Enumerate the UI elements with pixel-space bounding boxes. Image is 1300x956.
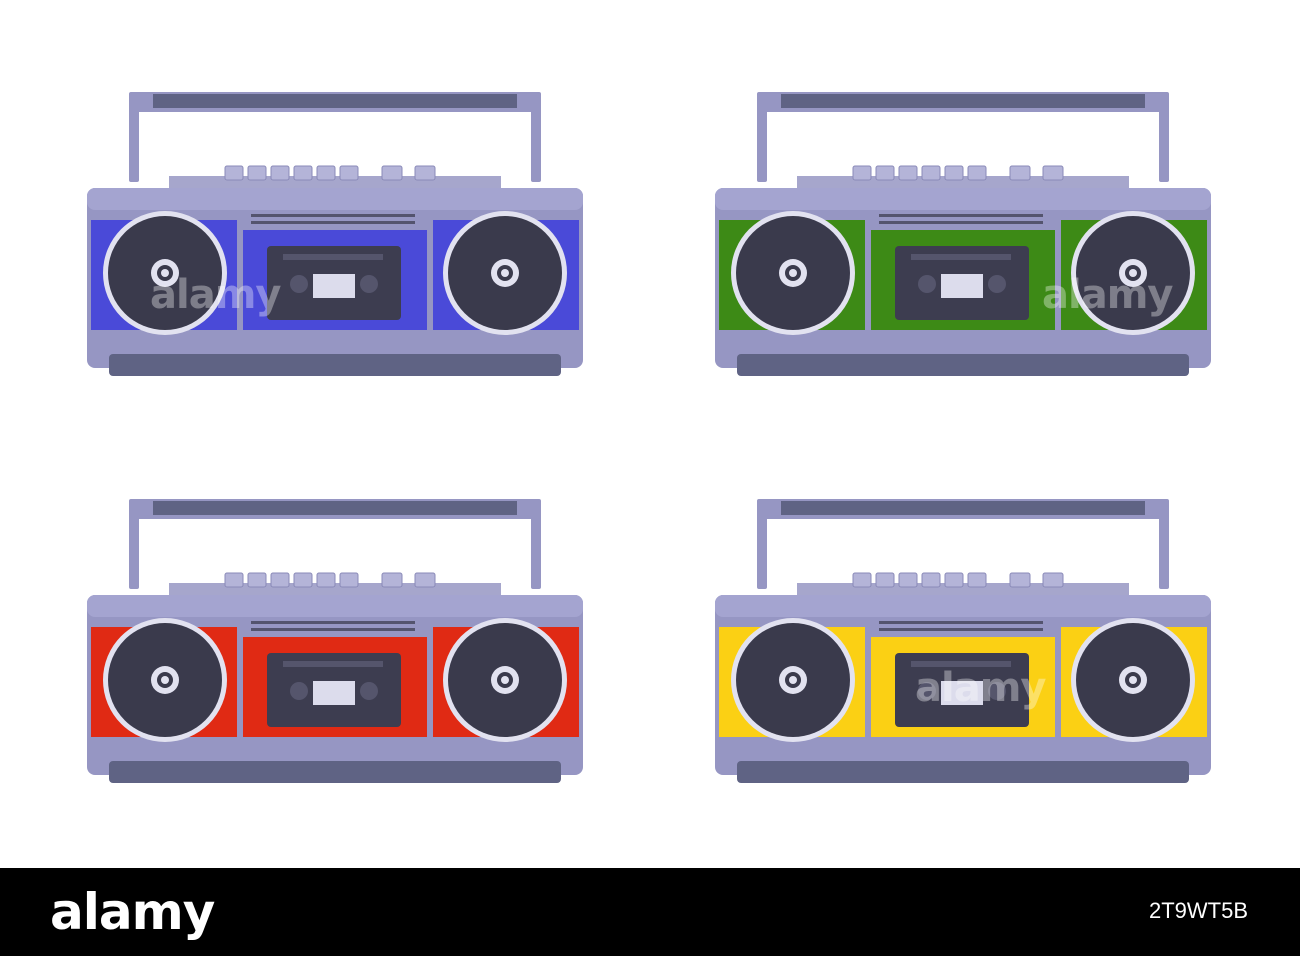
control-buttons: [224, 165, 436, 181]
cassette-deck: [267, 246, 401, 320]
illustration-canvas: alamy alamy alamy: [85, 88, 1213, 785]
stock-footer-bar: alamy 2T9WT5B: [0, 868, 1300, 956]
cassette-deck: [267, 653, 401, 727]
boombox-blue: [85, 88, 585, 378]
image-id: 2T9WT5B: [1148, 898, 1248, 923]
boombox-yellow: [713, 495, 1213, 785]
control-buttons: [224, 572, 436, 588]
grille-lines: [879, 621, 1043, 631]
speaker-icon: [1071, 618, 1195, 742]
speaker-icon: [731, 211, 855, 335]
carry-handle: [129, 92, 541, 182]
control-buttons: [852, 572, 1064, 588]
carry-handle: [757, 499, 1169, 589]
grille-lines: [251, 214, 415, 224]
speaker-icon: [731, 618, 855, 742]
cassette-deck: [895, 246, 1029, 320]
speaker-icon: [443, 211, 567, 335]
speaker-icon: [103, 211, 227, 335]
speaker-icon: [1071, 211, 1195, 335]
alamy-logo: alamy: [50, 883, 215, 941]
speaker-icon: [103, 618, 227, 742]
speaker-icon: [443, 618, 567, 742]
boombox-green: [713, 88, 1213, 378]
grille-lines: [879, 214, 1043, 224]
cassette-deck: [895, 653, 1029, 727]
boombox-red: [85, 495, 585, 785]
control-buttons: [852, 165, 1064, 181]
carry-handle: [757, 92, 1169, 182]
grille-lines: [251, 621, 415, 631]
carry-handle: [129, 499, 541, 589]
